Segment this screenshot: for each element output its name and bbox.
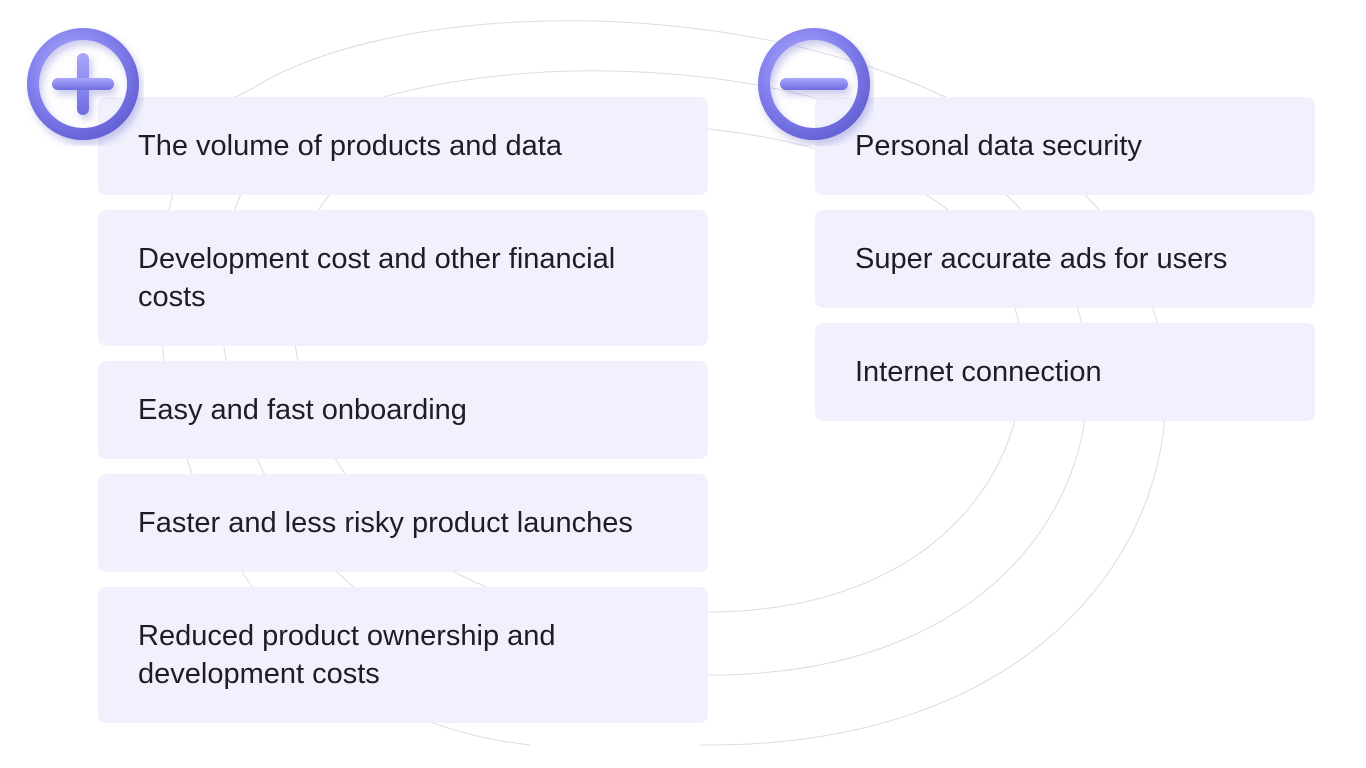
cons-card-1: Personal data security (815, 97, 1315, 195)
pros-card-1: The volume of products and data (98, 97, 708, 195)
pros-card-3: Easy and fast onboarding (98, 361, 708, 459)
cons-card-3: Internet connection (815, 323, 1315, 421)
cons-card-text: Super accurate ads for users (855, 243, 1228, 275)
pros-card-text: The volume of products and data (138, 130, 562, 162)
pros-card-text: Faster and less risky product launches (138, 507, 633, 539)
cons-card-text: Personal data security (855, 130, 1142, 162)
plus-circle-icon (24, 26, 144, 146)
pros-card-5: Reduced product ownership and developmen… (98, 587, 708, 723)
pros-card-text: Development cost and other financial cos… (138, 243, 616, 313)
pros-card-2: Development cost and other financial cos… (98, 210, 708, 346)
pros-card-text: Reduced product ownership and developmen… (138, 620, 556, 690)
minus-circle-icon (754, 26, 874, 146)
cons-card-text: Internet connection (855, 356, 1102, 388)
pros-card-text: Easy and fast onboarding (138, 394, 467, 426)
pros-card-4: Faster and less risky product launches (98, 474, 708, 572)
cons-card-2: Super accurate ads for users (815, 210, 1315, 308)
